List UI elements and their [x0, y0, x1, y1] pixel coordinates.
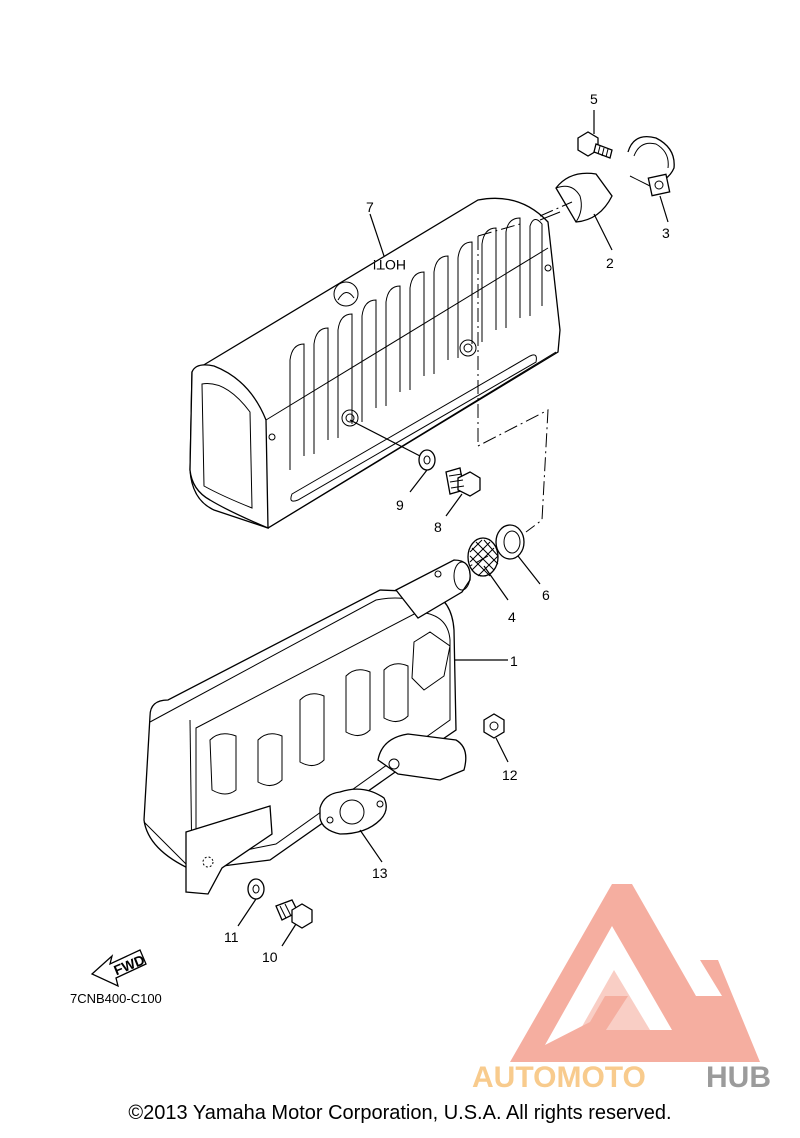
callout-12: 12	[502, 767, 518, 783]
callout-7: 7	[366, 199, 374, 215]
callout-6: 6	[542, 587, 550, 603]
callout-10: 10	[262, 949, 278, 965]
watermark-brand-left: AUTOMOTO	[472, 1061, 646, 1094]
callout-13: 13	[372, 865, 388, 881]
callout-3: 3	[662, 225, 670, 241]
hot-label-text: HOT!	[373, 257, 406, 273]
callout-labels: 1 2 3 4 5 6 7 8 9 10 11 12 13	[224, 91, 670, 965]
callout-8: 8	[434, 519, 442, 535]
clamp-bolt	[577, 131, 613, 159]
assembly-center-lines	[469, 201, 573, 567]
muffler-body	[143, 559, 471, 895]
flange-gasket	[319, 788, 387, 835]
callout-leader-lines	[237, 110, 669, 947]
pipe-clamp	[627, 135, 675, 197]
watermark-brand-right: HUB	[706, 1061, 771, 1094]
callout-9: 9	[396, 497, 404, 513]
fwd-label: FWD	[111, 951, 147, 978]
hot-warning-label: HOT!	[333, 257, 406, 307]
arrester-screen	[467, 537, 499, 577]
cover-washer	[418, 449, 436, 471]
heat-shield-cover: HOT!	[189, 197, 561, 529]
automotohub-watermark: AUTOMOTO HUB	[472, 884, 771, 1094]
cover-bolt	[445, 467, 481, 497]
callout-2: 2	[606, 255, 614, 271]
callout-4: 4	[508, 609, 516, 625]
copyright-notice: ©2013 Yamaha Motor Corporation, U.S.A. A…	[128, 1102, 672, 1124]
diagram-code: 7CNB400-C100	[70, 991, 162, 1006]
bracket-bolt	[275, 899, 313, 929]
flange-nut	[483, 713, 505, 739]
callout-11: 11	[224, 929, 239, 945]
callout-1: 1	[510, 653, 518, 669]
exhaust-gasket-ring	[495, 524, 525, 560]
callout-5: 5	[590, 91, 598, 107]
forward-direction-arrow: FWD	[90, 949, 147, 988]
arrester-end-cap	[539, 172, 613, 223]
bracket-washer	[247, 878, 265, 900]
